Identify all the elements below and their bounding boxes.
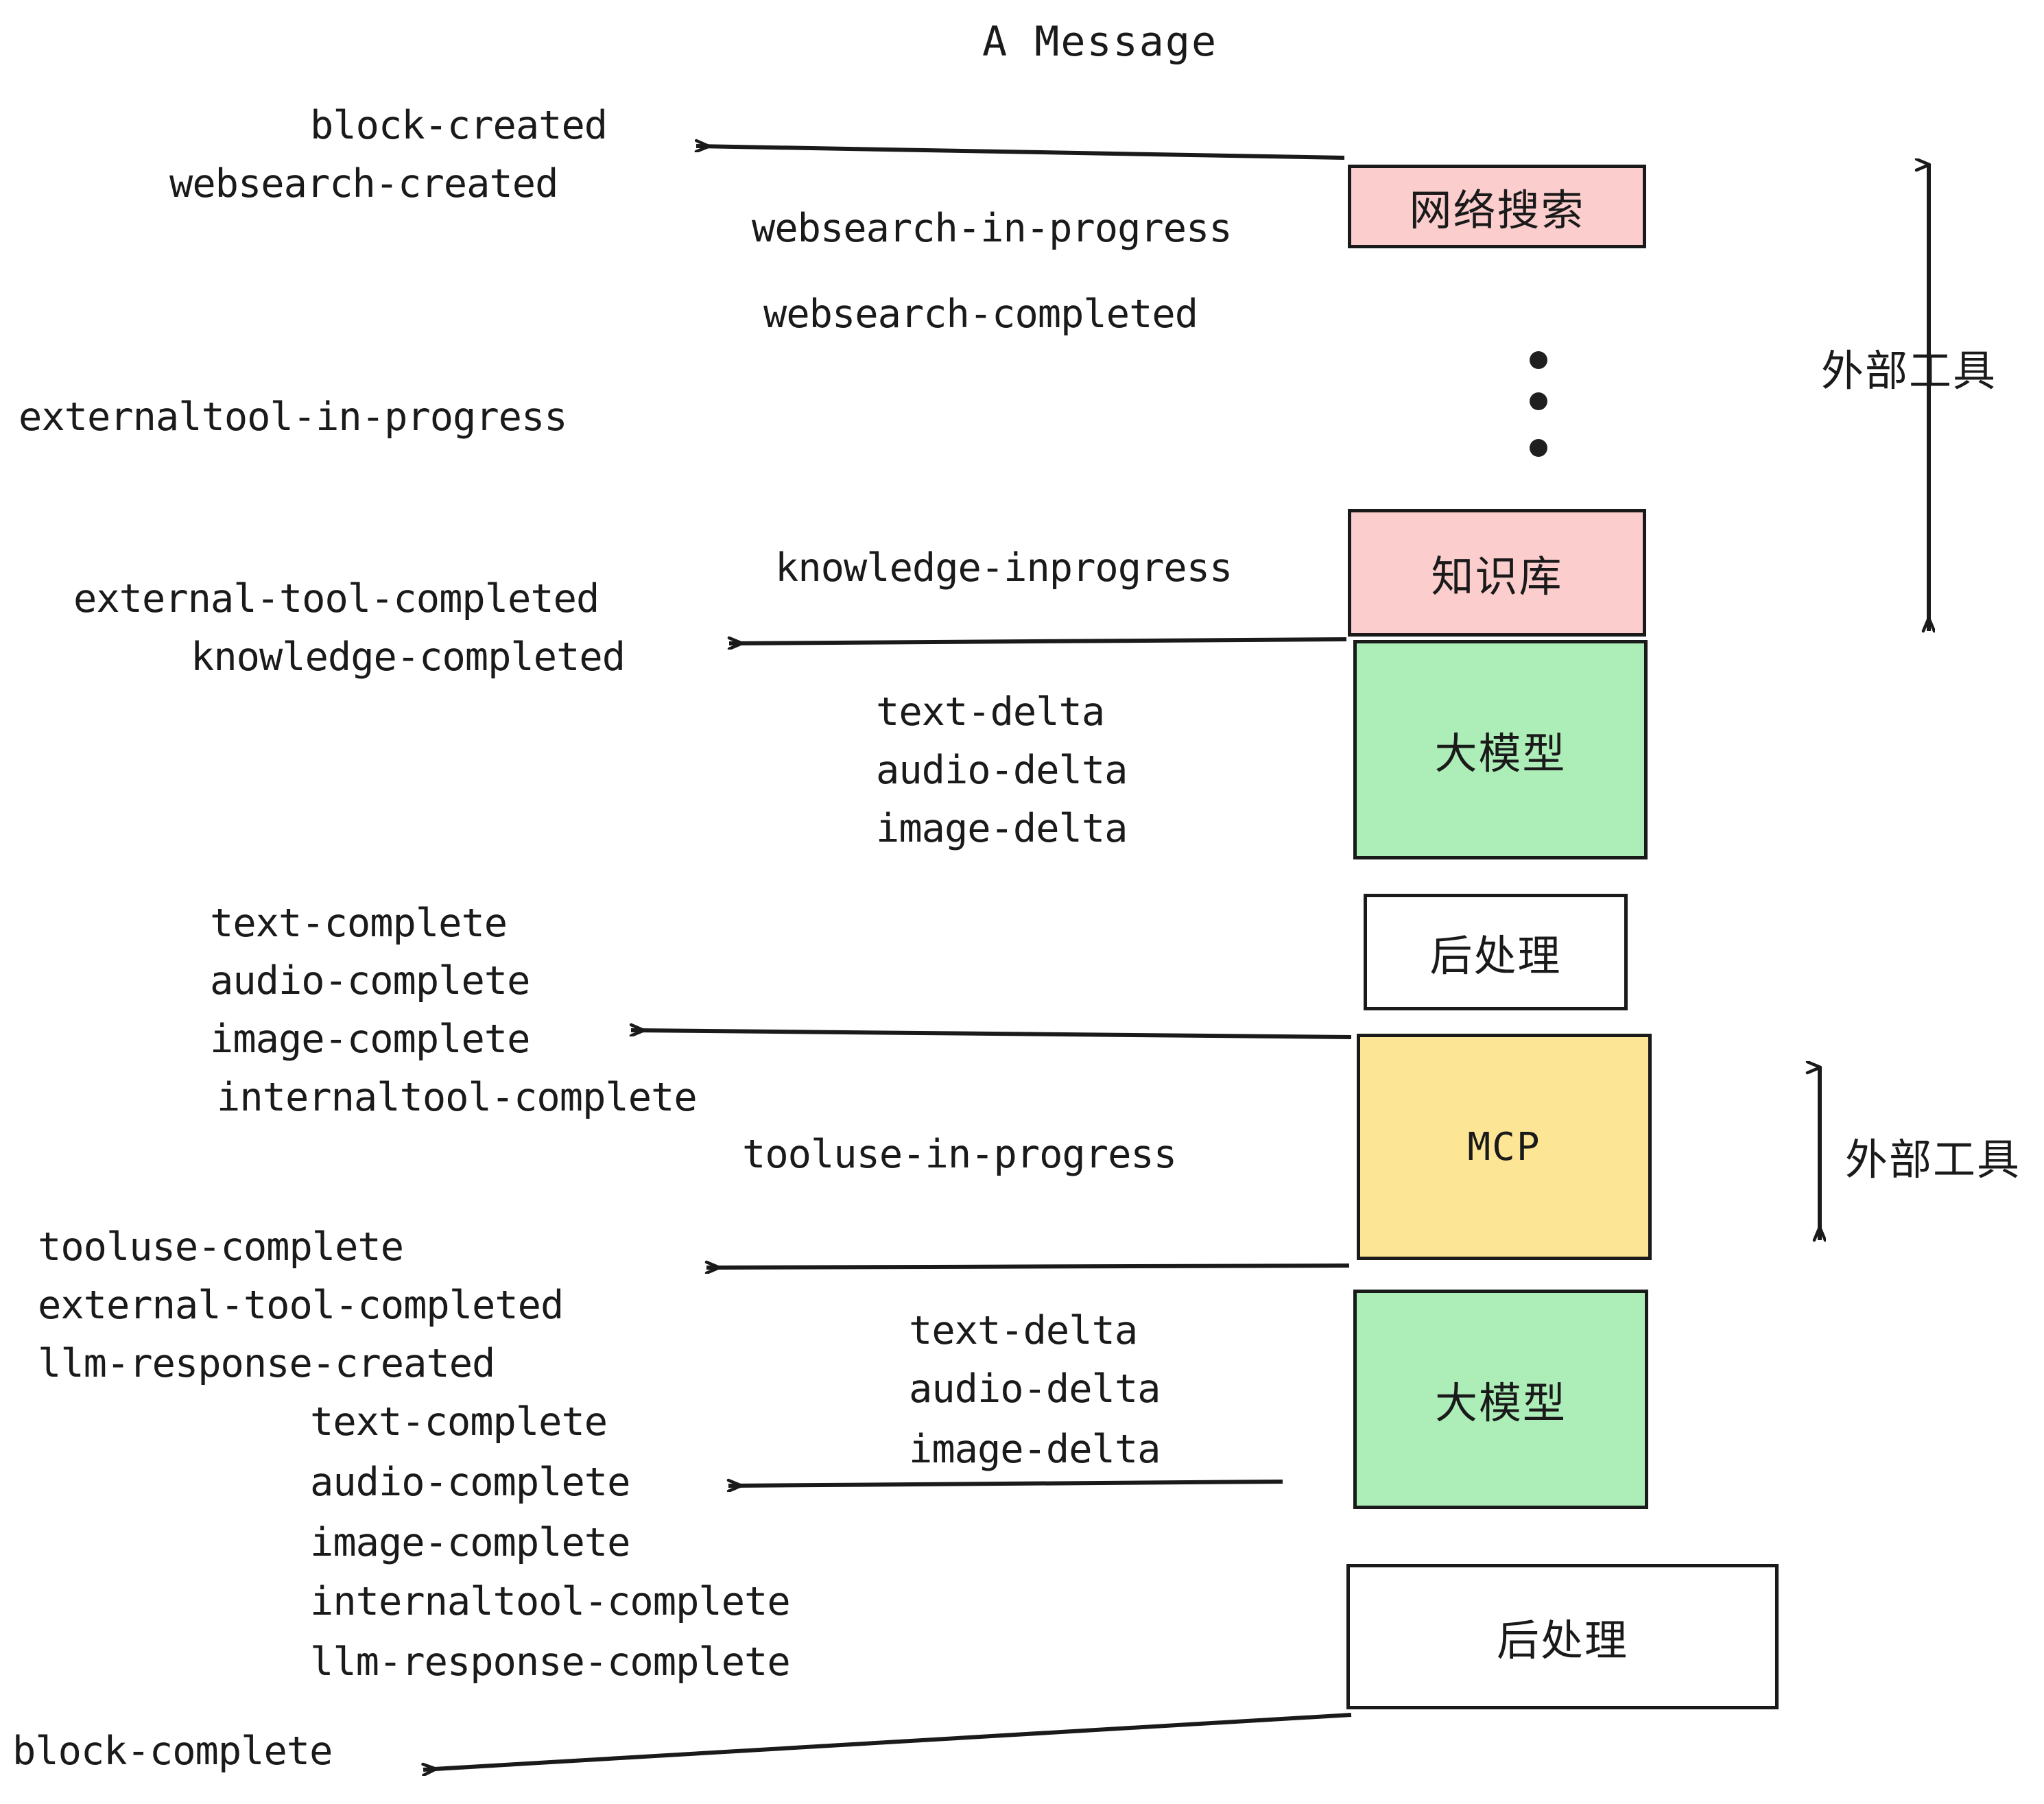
event-label-knowledge-completed: knowledge-completed	[191, 634, 626, 680]
event-label-tooluse-in-progress: tooluse-in-progress	[742, 1132, 1177, 1177]
event-label-image-delta-1: image-delta	[876, 806, 1128, 851]
node-postprocess-2[interactable]: 后处理	[1346, 1564, 1779, 1709]
diagram-title: A Message	[982, 18, 1218, 66]
event-label-websearch-in-progress: websearch-in-progress	[752, 206, 1233, 251]
event-label-externaltool-in-progress: externaltool-in-progress	[19, 394, 568, 440]
event-label-audio-complete-2: audio-complete	[310, 1460, 630, 1505]
event-label-llm-response-created: llm-response-created	[38, 1341, 495, 1386]
event-label-text-complete-2: text-complete	[310, 1399, 608, 1445]
event-label-text-delta-1: text-delta	[876, 689, 1105, 735]
arrow-audio-complete	[728, 1482, 1283, 1486]
node-websearch[interactable]: 网络搜索	[1348, 165, 1646, 248]
event-label-text-complete-1: text-complete	[210, 901, 508, 946]
event-label-llm-response-complete: llm-response-complete	[310, 1639, 791, 1685]
event-label-external-tool-completed-2: external-tool-completed	[38, 1283, 564, 1328]
event-label-internaltool-complete-2: internaltool-complete	[310, 1579, 791, 1624]
node-postprocess-1[interactable]: 后处理	[1364, 894, 1628, 1010]
annotation-external-tools-top: 外部工具	[1821, 346, 1997, 396]
event-label-block-created: block-created	[310, 103, 608, 148]
annotation-external-tools-bottom: 外部工具	[1845, 1135, 2021, 1185]
event-label-audio-delta-1: audio-delta	[876, 748, 1128, 793]
arrow-image-complete	[631, 1030, 1352, 1039]
event-label-external-tool-completed-1: external-tool-completed	[73, 576, 599, 621]
node-knowledge-base[interactable]: 知识库	[1348, 509, 1646, 637]
event-label-websearch-completed: websearch-completed	[763, 292, 1198, 337]
event-label-block-complete: block-complete	[12, 1729, 333, 1774]
event-label-audio-delta-2: audio-delta	[909, 1366, 1161, 1412]
arrow-websearch-created	[696, 146, 1345, 160]
node-mcp[interactable]: MCP	[1357, 1034, 1652, 1260]
arrow-knowledge-completed	[729, 639, 1347, 643]
event-label-tooluse-complete: tooluse-complete	[38, 1224, 404, 1270]
event-label-audio-complete-1: audio-complete	[210, 958, 530, 1004]
node-llm-2[interactable]: 大模型	[1353, 1290, 1648, 1509]
ellipsis-dot-2	[1530, 392, 1547, 410]
event-label-image-delta-2: image-delta	[909, 1427, 1161, 1472]
node-llm-1[interactable]: 大模型	[1353, 640, 1648, 859]
ellipsis-dot-1	[1530, 351, 1547, 369]
arrow-tooluse-complete	[706, 1266, 1350, 1268]
event-label-image-complete-1: image-complete	[210, 1017, 530, 1062]
event-label-websearch-created: websearch-created	[169, 161, 558, 206]
event-label-knowledge-inprogress: knowledge-inprogress	[775, 545, 1233, 591]
arrow-block-complete	[423, 1713, 1352, 1770]
event-label-internaltool-complete-1: internaltool-complete	[217, 1075, 698, 1120]
event-label-image-complete-2: image-complete	[310, 1520, 630, 1565]
ellipsis-dot-3	[1530, 439, 1547, 457]
event-label-text-delta-2: text-delta	[909, 1308, 1138, 1353]
